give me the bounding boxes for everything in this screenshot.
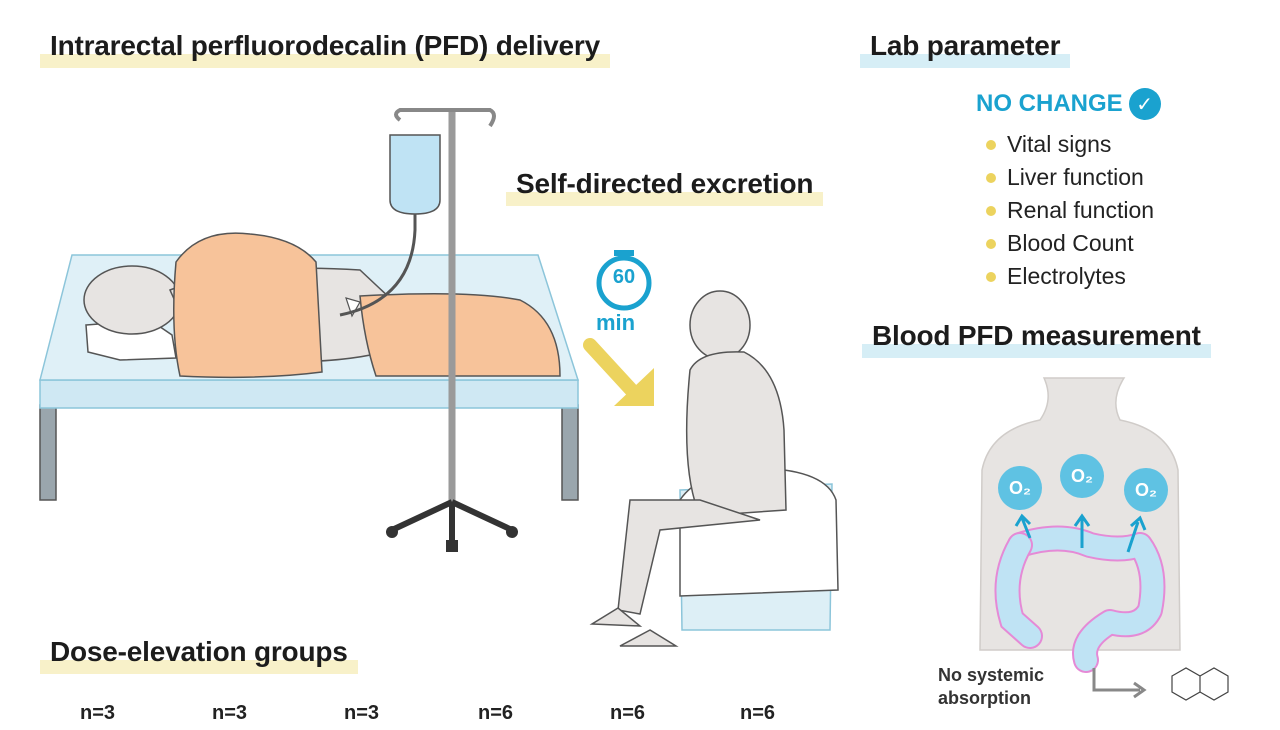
- bed-leg: [561, 404, 579, 501]
- list-item: Liver function: [986, 161, 1154, 194]
- bullet-icon: [986, 139, 996, 150]
- dose-group-n: n=3: [80, 702, 116, 724]
- stopwatch-icon: [596, 250, 652, 311]
- check-icon: ✓: [1128, 88, 1161, 120]
- lab-item-label: Electrolytes: [1007, 263, 1126, 289]
- sitting-person: [589, 290, 787, 647]
- lab-item-label: Blood Count: [1007, 230, 1134, 256]
- heading-blood-text: Blood PFD measurement: [872, 320, 1201, 351]
- timer-unit: min: [596, 310, 636, 335]
- lab-parameter-list: Vital signs Liver function Renal functio…: [986, 128, 1154, 293]
- heading-excretion-text: Self-directed excretion: [516, 168, 814, 199]
- o2-label: O₂: [1009, 477, 1031, 498]
- arrow-head: [614, 368, 654, 406]
- person-head: [689, 290, 751, 360]
- bullet-icon: [986, 271, 996, 282]
- absorption-line-1: No systemic: [938, 665, 1045, 685]
- iv-stand: [339, 108, 518, 552]
- person-torso: [685, 351, 787, 517]
- blanket-lower: [359, 293, 561, 377]
- heading-dose-text: Dose-elevation groups: [50, 636, 348, 667]
- molecule-ring: [1171, 667, 1201, 701]
- timer-value: 60: [612, 266, 636, 288]
- molecule-ring: [1199, 667, 1229, 701]
- blanket-upper: [173, 232, 323, 379]
- heading-lab-text: Lab parameter: [870, 30, 1061, 61]
- lab-item-label: Liver function: [1007, 164, 1144, 190]
- dose-group-n: n=3: [344, 702, 380, 724]
- bullet-icon: [986, 172, 996, 183]
- dose-groups-row: n=3 n=3 n=3 n=6 n=6 n=6: [40, 700, 840, 730]
- arrow-up-icon: [1014, 513, 1032, 539]
- no-systemic-absorption-label: No systemic absorption: [938, 664, 1044, 710]
- o2-label: O₂: [1071, 465, 1093, 486]
- iv-tube: [339, 214, 417, 317]
- heading-delivery-text: Intrarectal perfluorodecalin (PFD) deliv…: [50, 30, 600, 61]
- o2-bubble: [1060, 454, 1104, 498]
- torso-outline: [979, 377, 1181, 651]
- heading-delivery: Intrarectal perfluorodecalin (PFD) deliv…: [40, 30, 610, 68]
- o2-label: O₂: [1135, 479, 1157, 500]
- bed-frame: [39, 379, 579, 409]
- iv-wheel: [386, 526, 398, 538]
- lab-item-label: Renal function: [1007, 197, 1155, 223]
- heading-excretion: Self-directed excretion: [506, 168, 824, 206]
- arrow-icon: [583, 338, 643, 402]
- iv-hook-bar: [394, 108, 496, 128]
- absorption-arrow-icon: [1092, 668, 1140, 692]
- o2-bubble: [998, 466, 1042, 510]
- heading-lab-parameter: Lab parameter: [860, 30, 1071, 68]
- bed-leg: [39, 404, 57, 501]
- nozzle: [345, 297, 361, 318]
- list-item: Electrolytes: [986, 260, 1154, 293]
- colon: [996, 534, 1041, 647]
- lab-item-label: Vital signs: [1007, 131, 1112, 157]
- no-change-status: NO CHANGE ✓: [976, 88, 1161, 120]
- list-item: Blood Count: [986, 227, 1154, 260]
- iv-bag-icon: [389, 134, 441, 215]
- iv-wheel: [446, 540, 458, 552]
- no-change-label: NO CHANGE: [976, 90, 1123, 117]
- arrow-up-icon: [1073, 513, 1091, 548]
- stopwatch-crown: [614, 250, 634, 256]
- stopwatch-ring: [596, 255, 652, 311]
- list-item: Vital signs: [986, 128, 1154, 161]
- person-foot: [589, 607, 643, 627]
- arrow-up-icon: [1126, 515, 1147, 553]
- dose-group-n: n=6: [478, 702, 514, 724]
- patient-head: [83, 265, 181, 335]
- absorption-arrowhead: [1133, 681, 1147, 699]
- bullet-icon: [986, 205, 996, 216]
- heading-blood-pfd: Blood PFD measurement: [862, 320, 1211, 358]
- molecule-icon: [1171, 667, 1229, 701]
- lying-patient: [83, 232, 561, 379]
- bullet-icon: [986, 238, 996, 249]
- person-foot: [619, 629, 679, 647]
- heading-dose-groups: Dose-elevation groups: [40, 636, 358, 674]
- person-legs: [617, 499, 761, 615]
- dose-group-n: n=3: [212, 702, 248, 724]
- absorption-line-2: absorption: [938, 688, 1031, 708]
- o2-bubble: [1124, 468, 1168, 512]
- iv-wheel: [506, 526, 518, 538]
- dose-group-n: n=6: [740, 702, 776, 724]
- torso-diagram: [979, 377, 1181, 699]
- dose-group-n: n=6: [610, 702, 646, 724]
- list-item: Renal function: [986, 194, 1154, 227]
